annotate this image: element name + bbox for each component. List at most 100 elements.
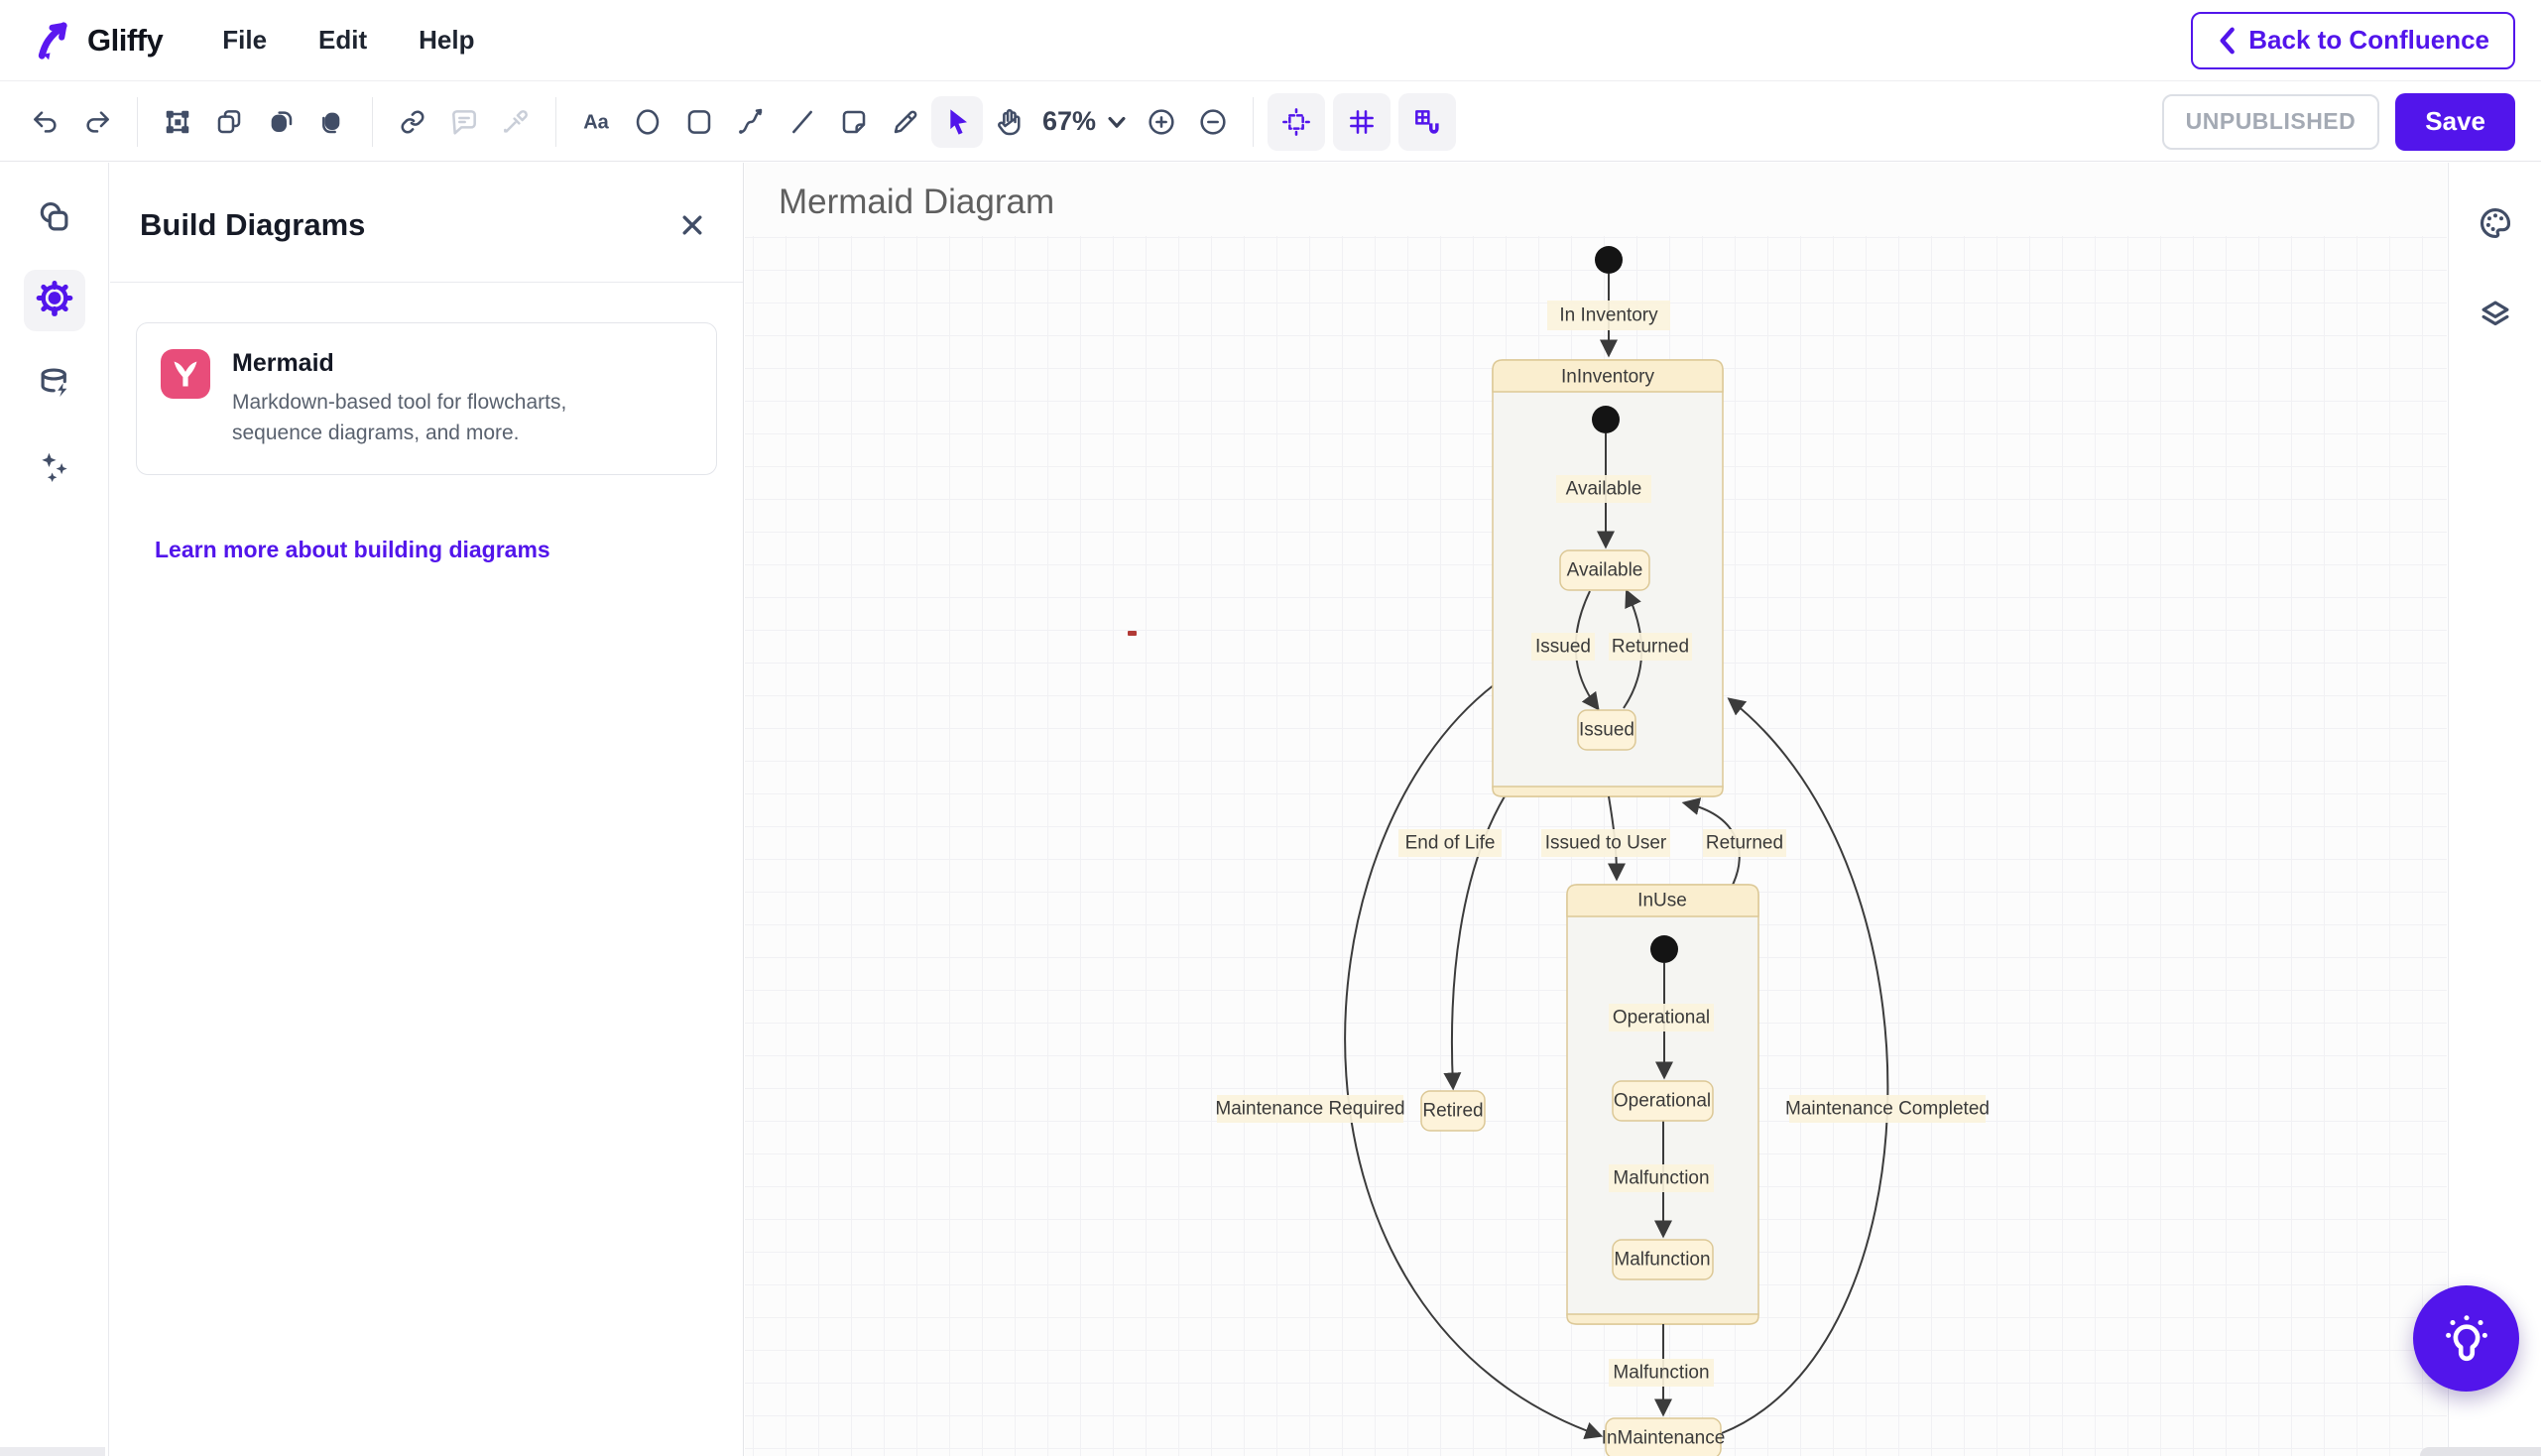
rail-bottom-strip [0, 1447, 105, 1456]
inner-initial-dot[interactable] [1650, 935, 1678, 963]
zoom-level-value: 67% [1042, 106, 1097, 136]
mermaid-card-description: Markdown-based tool for flowcharts, sequ… [232, 391, 567, 444]
save-button[interactable]: Save [2395, 92, 2515, 151]
mermaid-card-title: Mermaid [232, 349, 334, 377]
svg-text:Maintenance Required: Maintenance Required [1215, 1099, 1404, 1120]
pencil-tool-button[interactable] [880, 96, 931, 148]
svg-text:InInventory: InInventory [1561, 367, 1654, 388]
zoom-level-dropdown[interactable]: 67% [1042, 106, 1128, 137]
state-operational[interactable] [1612, 1080, 1714, 1122]
zoom-out-button[interactable] [1187, 96, 1239, 148]
app-name: Gliffy [87, 22, 164, 58]
theme-button[interactable] [2465, 192, 2526, 254]
text-tool-button[interactable]: Aa [570, 96, 622, 148]
state-malfunction[interactable] [1612, 1239, 1714, 1280]
eyedropper-icon [504, 109, 528, 133]
edge-end-of-life[interactable] [1443, 795, 1506, 1091]
tips-fab-button[interactable] [2413, 1285, 2519, 1392]
hand-icon [998, 108, 1021, 135]
comment-icon [452, 109, 476, 135]
svg-text:Returned: Returned [1706, 833, 1783, 854]
rectangle-tool-button[interactable] [673, 96, 725, 148]
state-inmaintenance[interactable] [1605, 1417, 1722, 1456]
pointer-tool-button[interactable] [931, 95, 983, 148]
svg-text:Aa: Aa [583, 111, 609, 133]
close-icon [682, 215, 702, 235]
snap-to-grid-toggle[interactable] [1398, 92, 1457, 151]
sidebar-item-shapes[interactable] [24, 186, 85, 248]
link-button[interactable] [387, 96, 438, 148]
menu-help[interactable]: Help [419, 25, 475, 55]
svg-text:Available: Available [1567, 560, 1643, 581]
grid-toggle[interactable] [1333, 92, 1392, 151]
state-retired[interactable] [1420, 1090, 1486, 1132]
ellipse-tool-icon [636, 108, 660, 135]
learn-more-link[interactable]: Learn more about building diagrams [155, 537, 550, 562]
back-to-confluence-button[interactable]: Back to Confluence [2191, 11, 2515, 69]
canvas[interactable]: Mermaid Diagram [745, 163, 2447, 1456]
bring-forward-icon [271, 110, 293, 132]
pan-tool-button[interactable] [983, 96, 1034, 148]
zoom-in-button[interactable] [1136, 96, 1187, 148]
menu-edit[interactable]: Edit [318, 25, 368, 55]
lightbulb-icon [2445, 1314, 2487, 1361]
panel-title: Build Diagrams [140, 207, 366, 242]
zoom-out-icon [1200, 108, 1226, 135]
note-tool-button[interactable] [828, 96, 880, 148]
gliffy-logo-icon [38, 21, 67, 60]
chevron-down-icon [1108, 116, 1126, 128]
sidebar-item-data[interactable] [24, 353, 85, 415]
svg-text:Malfunction: Malfunction [1613, 1363, 1709, 1384]
state-issued[interactable] [1577, 709, 1636, 751]
layers-icon [2481, 301, 2508, 326]
toolbar: Aa 67% [0, 82, 2541, 162]
composite-state-inuse[interactable]: InUse Operational Malfunction Operationa… [1566, 884, 1759, 1325]
mermaid-icon [161, 349, 210, 399]
select-transform-button[interactable] [152, 96, 203, 148]
note-tool-icon [842, 110, 866, 133]
layers-button[interactable] [2465, 284, 2526, 345]
bring-forward-button[interactable] [255, 96, 306, 148]
sidebar-item-build-diagrams[interactable] [23, 270, 85, 331]
undo-button[interactable] [20, 96, 71, 148]
svg-text:Maintenance Completed: Maintenance Completed [1785, 1099, 1990, 1120]
link-icon [401, 109, 424, 134]
panel-close-button[interactable] [671, 204, 713, 246]
sparkles-icon [41, 452, 67, 483]
text-tool-icon: Aa [583, 111, 609, 133]
initial-state-dot[interactable] [1595, 246, 1623, 274]
pencil-tool-icon [894, 110, 917, 133]
ellipse-tool-button[interactable] [622, 96, 673, 148]
diagram-title[interactable]: Mermaid Diagram [779, 182, 1055, 221]
comment-button[interactable] [438, 96, 490, 148]
zoom-in-icon [1149, 108, 1174, 135]
palette-icon [2480, 207, 2510, 239]
eyedropper-button[interactable] [490, 96, 542, 148]
redo-button[interactable] [71, 96, 123, 148]
shapes-icon [40, 201, 67, 231]
svg-text:Returned: Returned [1612, 637, 1689, 658]
sidebar-item-ai[interactable] [24, 436, 85, 498]
status-badge: UNPUBLISHED [2161, 93, 2380, 150]
drawing-guides-toggle[interactable] [1268, 92, 1326, 151]
menu-bar: Gliffy File Edit Help Back to Confluence [0, 0, 2541, 81]
copy-shapes-button[interactable] [203, 96, 255, 148]
svg-text:Available: Available [1566, 479, 1642, 500]
inner-initial-dot[interactable] [1592, 406, 1620, 433]
edge-start-to-inventory[interactable] [1595, 246, 1623, 358]
send-backward-button[interactable] [306, 96, 358, 148]
state-available[interactable] [1559, 549, 1650, 591]
grid-icon [1350, 109, 1374, 134]
connector-tool-button[interactable] [725, 96, 777, 148]
mermaid-card[interactable]: Mermaid Markdown-based tool for flowchar… [136, 322, 717, 475]
composite-state-ininventory[interactable]: InInventory Available Issued Available I… [1492, 359, 1724, 797]
line-tool-button[interactable] [777, 96, 828, 148]
build-diagrams-icon [36, 281, 72, 316]
edge-maintenance-required[interactable] [1344, 683, 1604, 1439]
menu-file[interactable]: File [222, 25, 268, 55]
svg-text:Issued to User: Issued to User [1545, 833, 1667, 854]
gliffy-logo[interactable]: Gliffy [34, 19, 164, 62]
canvas-stray-mark [1128, 631, 1137, 636]
svg-text:Malfunction: Malfunction [1614, 1250, 1710, 1271]
back-button-label: Back to Confluence [2248, 25, 2489, 55]
